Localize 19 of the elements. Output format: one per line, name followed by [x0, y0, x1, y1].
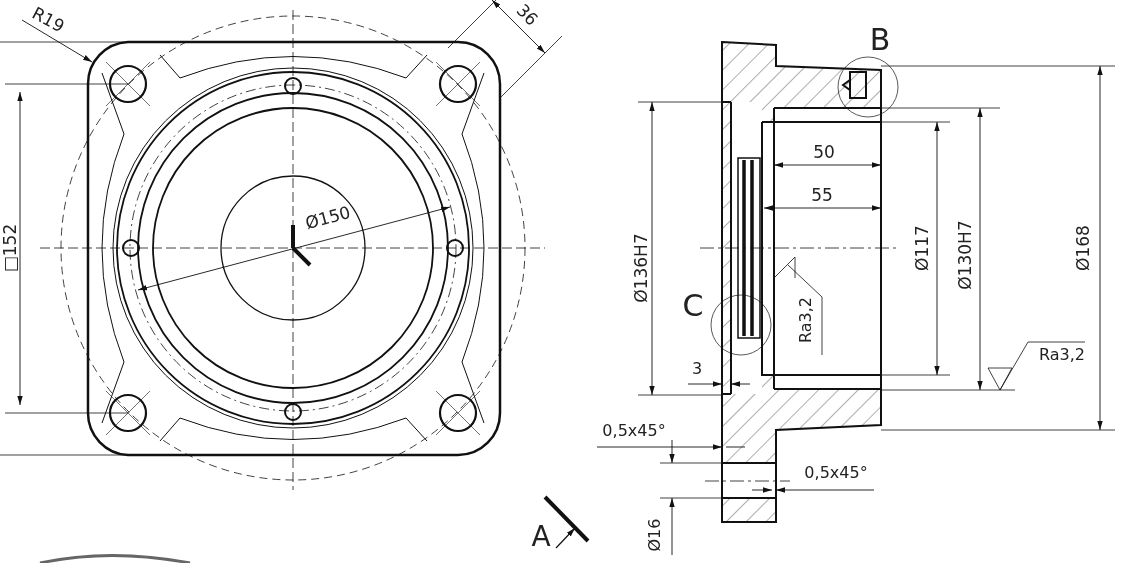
dimension-text: 50 [813, 143, 835, 161]
dimension-text: Ø16 [647, 518, 663, 552]
chamfer-text: 0,5x45° [804, 465, 868, 481]
detail-letter: C [682, 291, 704, 321]
radius-dimension-text: R19 [29, 4, 67, 36]
dimension-text: 36 [513, 1, 541, 29]
dimension-text: Ø136H7 [632, 233, 650, 303]
dimension-text: Ø168 [1074, 225, 1092, 271]
dimension-text: 3 [691, 361, 703, 377]
dimension-text: Ø117 [913, 225, 931, 271]
dimension-text: 55 [811, 186, 833, 204]
dimension-text: □152 [1, 223, 19, 273]
dimension-text: Ø150 [303, 203, 353, 233]
chamfer-text: 0,5x45° [602, 423, 666, 439]
roughness-text: Ra3,2 [1039, 347, 1085, 363]
detail-letter: B [869, 25, 891, 55]
roughness-text: Ra3,2 [798, 297, 814, 343]
dimension-text: Ø130H7 [956, 220, 974, 290]
view-letter: A [531, 523, 551, 551]
